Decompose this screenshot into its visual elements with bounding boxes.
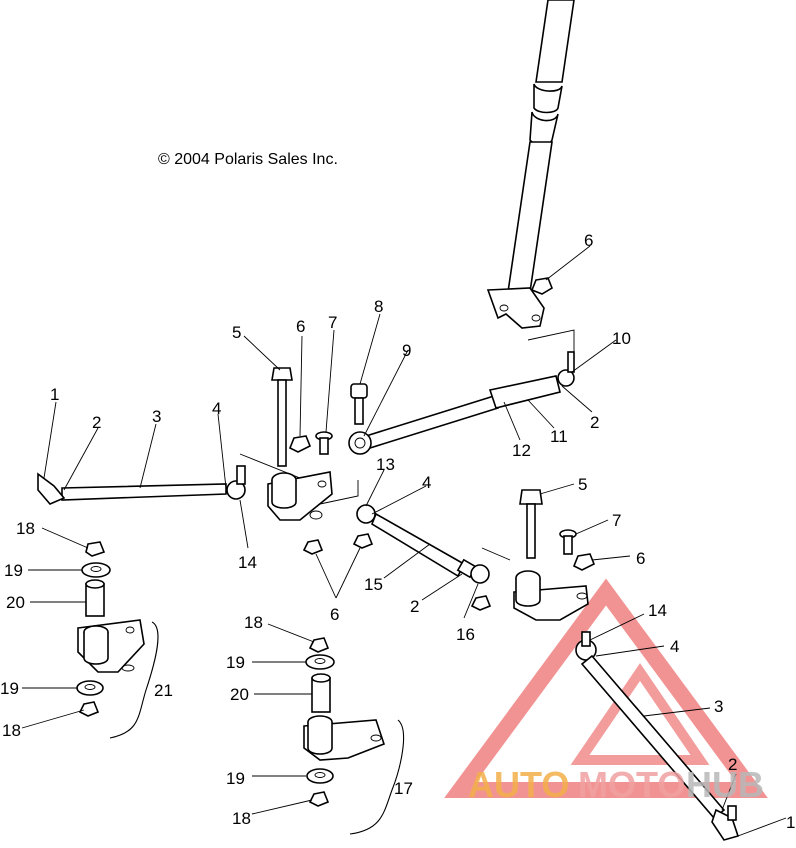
callout-2-upper: 2 xyxy=(590,413,599,432)
tie-rod-left xyxy=(37,465,246,505)
callout-4-right: 4 xyxy=(670,637,679,656)
callout-5-left: 5 xyxy=(232,323,241,342)
callout-18-center-top: 18 xyxy=(244,613,263,632)
watermark-logo xyxy=(444,578,768,798)
callout-2-center: 2 xyxy=(410,597,419,616)
bushing-stack-center xyxy=(303,637,385,807)
callout-11: 11 xyxy=(550,427,568,446)
bushing-stack-left xyxy=(76,541,145,717)
center-pivot-arm xyxy=(267,471,333,521)
callout-18-left-bottom: 18 xyxy=(2,721,21,740)
bolt-5-left xyxy=(271,367,293,467)
callout-19-center-top: 19 xyxy=(226,653,245,672)
leader-lines xyxy=(21,245,787,837)
bolt-7-left xyxy=(315,431,333,455)
callout-18-left-top: 18 xyxy=(16,519,35,538)
callout-6-right: 6 xyxy=(636,549,645,568)
tie-rod-right xyxy=(575,631,740,841)
bracket-21 xyxy=(109,621,159,739)
callout-3-right: 3 xyxy=(714,697,723,716)
callout-4-left: 4 xyxy=(212,399,221,418)
watermark-auto: AUTO xyxy=(468,764,569,805)
callout-9: 9 xyxy=(402,341,411,360)
watermark-text: AUTO MOTO HUB xyxy=(468,764,764,805)
callout-6-lower: 6 xyxy=(330,605,339,624)
callout-7-right: 7 xyxy=(612,511,621,530)
watermark-triangle-outer xyxy=(444,578,768,798)
callout-14-left: 14 xyxy=(238,553,257,572)
callout-4-center: 4 xyxy=(422,473,431,492)
nut-6-column xyxy=(530,277,553,295)
bolt-5-right xyxy=(519,489,543,559)
watermark-triangle-inner xyxy=(570,663,710,765)
callout-20-left: 20 xyxy=(6,593,25,612)
callout-15: 15 xyxy=(364,575,383,594)
callout-10: 10 xyxy=(612,329,631,348)
watermark-moto: MOTO xyxy=(578,764,685,805)
callout-19-left-top: 19 xyxy=(4,561,23,580)
bolt-8 xyxy=(350,383,368,425)
tie-rod-center xyxy=(356,504,492,611)
nut-6-lower-a xyxy=(302,539,324,555)
callout-12: 12 xyxy=(512,441,531,460)
callout-1-left: 1 xyxy=(50,385,59,404)
drag-link xyxy=(348,351,575,455)
callout-14-right: 14 xyxy=(648,601,667,620)
callout-3-left: 3 xyxy=(152,407,161,426)
copyright-text: © 2004 Polaris Sales Inc. xyxy=(158,151,338,168)
callout-labels: 1 2 3 4 5 6 7 8 9 6 10 2 11 12 13 4 14 5… xyxy=(0,231,795,832)
callout-2-right: 2 xyxy=(728,755,737,774)
bracket-17 xyxy=(349,719,405,835)
callout-13: 13 xyxy=(376,455,395,474)
nut-6-right xyxy=(572,553,596,571)
callout-20-center: 20 xyxy=(230,685,249,704)
callout-17: 17 xyxy=(394,779,413,798)
nut-6-left xyxy=(288,435,312,453)
right-pivot-arm xyxy=(513,570,589,621)
callout-16: 16 xyxy=(456,625,475,644)
steering-column xyxy=(486,0,575,329)
callout-19-center-bottom: 19 xyxy=(226,769,245,788)
callout-5-right: 5 xyxy=(578,475,587,494)
callout-21: 21 xyxy=(154,681,173,700)
nut-6-lower-b xyxy=(352,533,374,549)
callout-1-right: 1 xyxy=(786,813,795,832)
callout-2-left: 2 xyxy=(92,413,101,432)
callout-8: 8 xyxy=(374,297,383,316)
callout-6-column: 6 xyxy=(584,231,593,250)
bolt-7-right xyxy=(559,529,577,555)
callout-18-center-bottom: 18 xyxy=(232,809,251,828)
watermark-hub: HUB xyxy=(686,764,764,805)
callout-7-left: 7 xyxy=(328,313,337,332)
callout-19-left-bottom: 19 xyxy=(0,679,19,698)
leader-bracket xyxy=(527,329,575,352)
callout-6-left-top: 6 xyxy=(296,317,305,336)
